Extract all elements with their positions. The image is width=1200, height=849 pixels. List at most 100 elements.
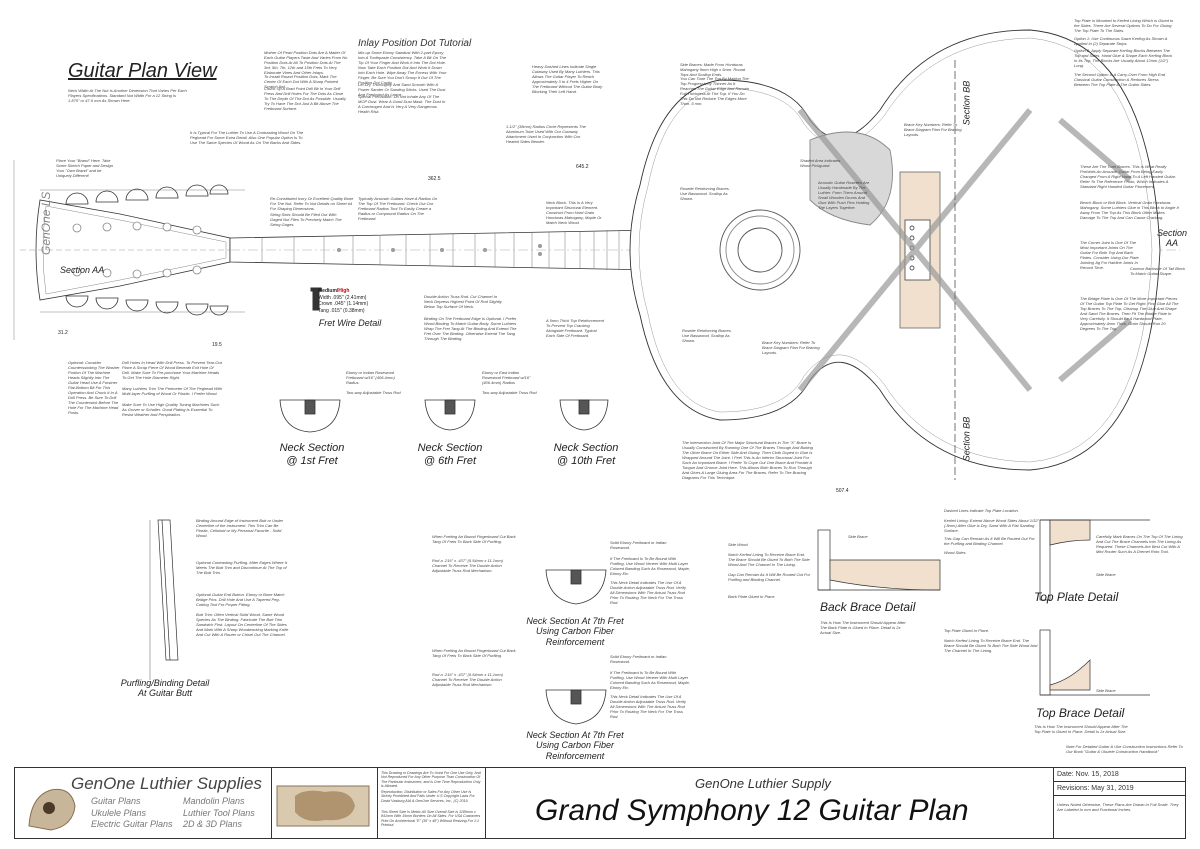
carbon-section-2-line2: Using Carbon Fiber	[535, 740, 615, 751]
dim-scale: 645.2	[576, 164, 589, 170]
note-tone-tip: You Can Tune The Top By Making The Top P…	[680, 76, 750, 106]
product-luthier-tools: Luthier Tool Plans	[183, 807, 255, 818]
supply-name: GenOne Luthier Supply	[695, 776, 831, 791]
note-t-bar: A 5mm Thick Top Reinforcement To Prevent…	[546, 318, 604, 338]
products-col1: Guitar Plans Ukulele Plans Electric Guit…	[91, 796, 173, 831]
product-mandolin-plans: Mandolin Plans	[183, 796, 245, 806]
note-inlay-chuck: Chuck Up A Brad Point Drill Bit In Your …	[264, 86, 346, 111]
section-bb-bottom-label: Section BB	[961, 416, 972, 462]
note-dashed-lines-top: Dashed Lines Indicate Top Plate Location…	[944, 508, 1019, 513]
section-bb-top-label: Section BB	[961, 80, 972, 126]
fret-crown: Crown .045" (1.14mm)	[318, 301, 369, 307]
note-string-slots: String Slots Should Be Filed Out With Ga…	[270, 212, 342, 227]
note-brace-key: Brace Key Numbers: Refer To Brace Diagra…	[904, 122, 962, 137]
neck-section-drawings	[279, 399, 609, 433]
legal-text-3: This Sheet Size Is Metric A0 Size Overal…	[381, 810, 481, 828]
top-plate-drawing	[1039, 519, 1150, 601]
note-back-brace-place: Back Plate Glued In Place.	[728, 594, 776, 599]
legal-text-1: This Drawing or Drawings Are To Used For…	[381, 771, 481, 789]
note-side-brace-2: Side Brace	[1096, 572, 1116, 577]
note-bridge-plate: The Bridge Plate Is One Of The More Impo…	[1080, 296, 1179, 331]
note-gap-rems: Gap Can Remain As It Will Be Routed Out …	[728, 572, 811, 582]
note-rod-size-1: Rod a .216" x .437" (5.54mm x 11.1mm) Ch…	[432, 558, 504, 573]
guitar-plan-drawing: GenOne LS	[13, 29, 1180, 725]
note-brand-place: Place Your "Brand" Here. Take Some Sketc…	[56, 158, 113, 178]
carbon-section-2-line1: Neck Section At 7th Fret	[526, 730, 624, 740]
note-top-plate-glued: Top Plate Glued In Place.	[944, 628, 990, 633]
carbon-section-1-line3: Reinforcement	[545, 636, 605, 647]
fret-wire-specs: Medium/High Width .095" (2.41mm) Crown .…	[318, 288, 368, 314]
note-kerf-option3: The Second Option Is A Carry-Over From H…	[1074, 72, 1166, 87]
note-shaded: Shaded Area Indicates Wood Pickguard.	[800, 158, 841, 168]
title-block: GenOne Luthier Supplies Guitar Plans Uku…	[14, 767, 1186, 839]
carbon-section-1-line2: Using Carbon Fiber	[535, 626, 615, 637]
note-solid-ebony-1: Solid Ebony Fretboard or Indian Rosewood…	[610, 540, 667, 550]
neck-section-1-line1: Neck Section	[279, 442, 345, 454]
note-truss-rod: Double Action Truss Rod. Cut Channel In …	[424, 294, 502, 309]
note-side-brace-3: Side Brace	[1096, 688, 1116, 693]
fret-grade-high: High	[338, 288, 350, 294]
note-inlay-mother: Mother Of Pearl Position Dots Are A Matt…	[264, 50, 348, 75]
fret-grade-medium: Medium/	[318, 288, 339, 294]
title-block-legal-cell: This Drawing or Drawings Are To Used For…	[377, 768, 486, 838]
note-butt-trim: Butt Trim: Often Vertical Solid Wood, Sa…	[196, 612, 289, 637]
brand-name: GenOne Luthier Supplies	[71, 774, 262, 793]
purfling-detail-title: Purfling/Binding Detail At Guitar Butt	[110, 678, 220, 699]
carbon-section-drawings	[545, 569, 607, 725]
products-col2: Mandolin Plans Luthier Tool Plans 2D & 3…	[183, 796, 255, 831]
note-fretboard-bound-2: If The Fretboard Is To Be Bound With Pur…	[610, 670, 690, 690]
note-inlay-dry: Let Dry Thoroughly And Sand Smooth With …	[358, 82, 446, 97]
dim-head: 31.2	[58, 330, 68, 336]
purfling-detail-drawing	[149, 519, 179, 680]
neck-section-10-line1: Neck Section	[553, 442, 619, 454]
carbon-section-2-line3: Reinforcement	[545, 750, 605, 761]
section-aa-right-label: Section AA	[1156, 228, 1188, 248]
plan-date: Date: Nov. 15, 2018	[1053, 768, 1185, 782]
carbon-section-1: Neck Section At 7th Fret Using Carbon Fi…	[510, 616, 640, 647]
top-brace-title: Top Brace Detail	[1036, 706, 1125, 720]
note-ebony-3: Ebony or East Indian Rosewood Fretboard …	[482, 370, 531, 385]
note-radius: Typically Acoustic Guitars Have A Radius…	[358, 196, 438, 221]
title-block-title-cell: GenOne Luthier Supply Grand Symphony 12 …	[485, 768, 1054, 838]
plan-title: Grand Symphony 12 Guitar Plan	[535, 794, 969, 827]
note-rosette-bottom: Rosette Reinforcing Braces. Use Basswood…	[682, 328, 732, 343]
note-inlay-caution: Special Precaution: Do Not Inhale Any Of…	[358, 94, 446, 114]
product-ukulele-plans: Ukulele Plans	[91, 807, 147, 818]
title-block-photo-cell	[271, 768, 378, 838]
dim-body-half: 362.5	[428, 176, 441, 182]
note-contour: Contour Backside Of Tail Block To Match …	[1130, 266, 1185, 276]
carbon-section-1-line1: Neck Section At 7th Fret	[526, 616, 624, 626]
note-this-how-top: This Is How The Instrument Should Appear…	[1034, 724, 1128, 734]
neck-section-10: Neck Section @ 10th Fret	[536, 442, 636, 467]
fret-wire-title: Fret Wire Detail	[318, 318, 382, 328]
page-title: Guitar Plan View	[68, 60, 217, 82]
top-plate-title: Top Plate Detail	[1034, 590, 1119, 604]
neck-section-1: Neck Section @ 1st Fret	[262, 442, 362, 467]
note-countersunk: Optional: Consider Counterssinking The W…	[68, 360, 120, 415]
note-drill-holes: Drill Holes In Head With Drill Press. To…	[122, 360, 222, 380]
note-solid-ebony-2: Solid Ebony Fretboard or Indian Rosewood…	[610, 654, 667, 664]
neck-section-6-line2: @ 6th Fret	[423, 454, 477, 467]
note-kerf-option2: Option 2: Apply Separate Kerfing Blocks …	[1074, 48, 1173, 68]
dim-nut: 19.5	[212, 342, 222, 348]
title-block-brand-cell: GenOne Luthier Supplies Guitar Plans Uku…	[15, 768, 272, 838]
fret-tang: Tang .015" (0.38mm)	[318, 307, 365, 314]
note-fret-slots-2: When Fretting An Bound Fingerboard Cut B…	[432, 648, 516, 658]
note-binding: Binding On The Fretboard Edge Is Optiona…	[424, 316, 517, 341]
note-inlay-install: To Install Round Position Dots, Mark The…	[264, 74, 338, 89]
plan-revisions: Revisions: May 31, 2019	[1053, 782, 1185, 796]
note-brace-key2: Brace Key Numbers: Refer To Brace Diagra…	[762, 340, 820, 355]
note-contrasting: Optional Contrasting Purfling. Miter Edg…	[196, 560, 287, 575]
note-neck-width: Neck Width At The Nut Is Another Dimensi…	[68, 88, 187, 103]
neck-section-6: Neck Section @ 6th Fret	[400, 442, 500, 467]
note-fretboard-bound: If The Fretboard Is To Be Bound With Pur…	[610, 556, 690, 576]
note-tuning-machines: Make Sure To Use High Quality Tuning Mac…	[122, 402, 220, 417]
note-bridge-block: Bench Block or Bolt Block. Vertical Grai…	[1080, 200, 1179, 220]
note-ebony-4: Two-way Adjustable Truss Rod	[482, 390, 537, 395]
note-wood-sides: Wood Sides	[944, 550, 966, 555]
guitar-photo-icon	[28, 788, 76, 831]
brand-placeholder-text: GenOne LS	[39, 192, 53, 255]
product-electric-plans: Electric Guitar Plans	[91, 819, 173, 830]
neck-section-10-line2: @ 10th Fret	[556, 454, 616, 467]
dim-overall: 507.4	[836, 488, 849, 494]
